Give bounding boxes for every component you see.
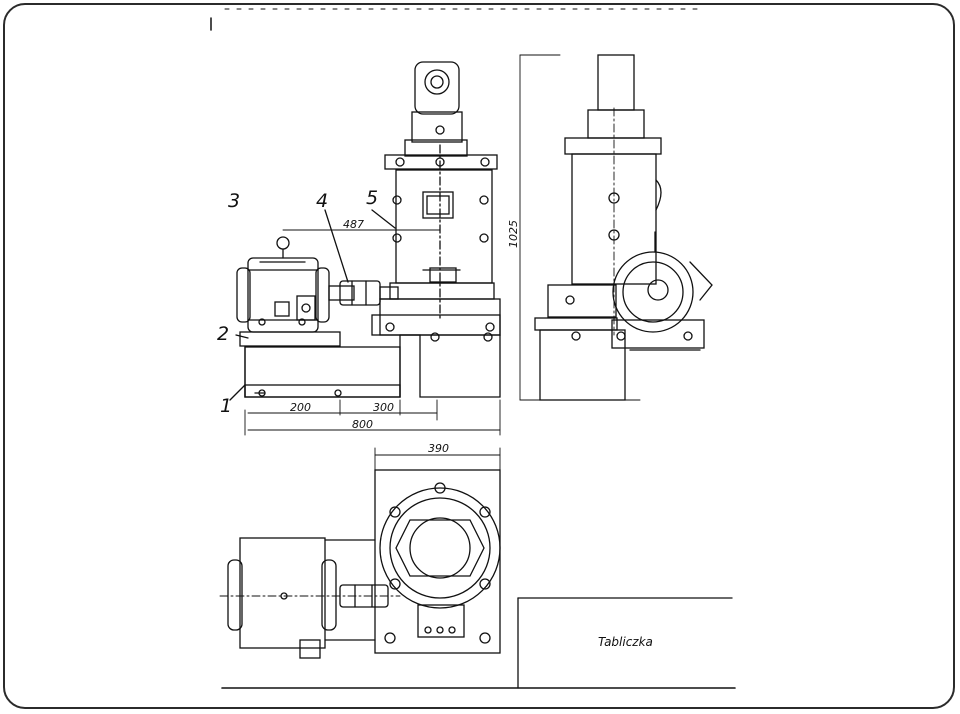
coupling xyxy=(324,209,399,306)
part-label-1: 1 xyxy=(220,395,232,417)
dimension-1025: 1025 xyxy=(507,220,520,248)
dimension-300: 300 xyxy=(373,401,394,414)
dimension-200: 200 xyxy=(290,401,311,414)
pump-column xyxy=(371,61,501,342)
name-plate xyxy=(221,597,736,689)
electric-motor xyxy=(236,236,330,333)
front-dimensions xyxy=(244,229,501,436)
part-label-4: 4 xyxy=(316,190,328,212)
dimension-800: 800 xyxy=(352,418,373,431)
slide-frame xyxy=(3,3,955,709)
dimension-487: 487 xyxy=(343,218,364,231)
side-view xyxy=(519,54,713,401)
part-label-2: 2 xyxy=(217,323,229,345)
part-label-3: 3 xyxy=(228,190,240,212)
plate-label: Tabliczka xyxy=(598,635,653,649)
dimension-390: 390 xyxy=(428,442,449,455)
motor-plate xyxy=(239,331,341,347)
part-label-5: 5 xyxy=(366,187,378,209)
base-frame xyxy=(229,334,501,401)
front-view xyxy=(229,61,501,436)
top-view xyxy=(219,447,501,659)
